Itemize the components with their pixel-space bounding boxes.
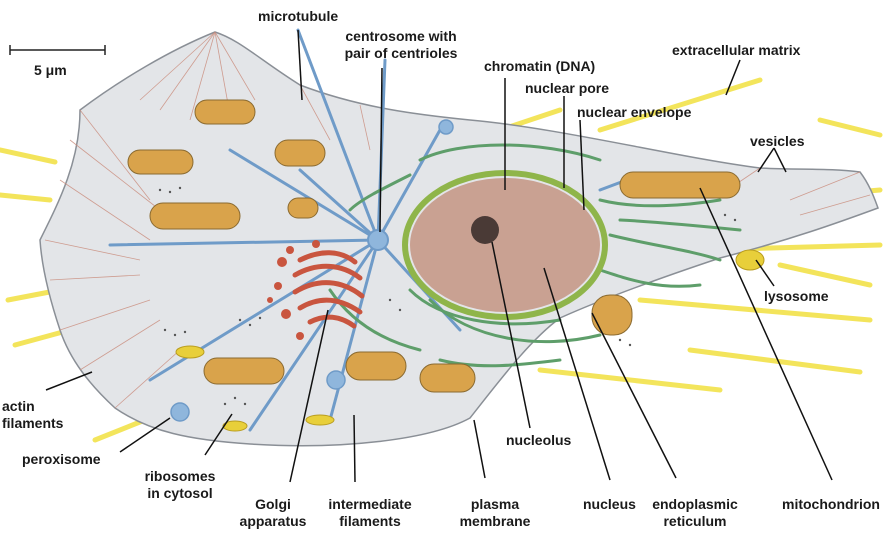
- ribosomes: [158, 186, 737, 406]
- label-actin-line1: actin: [2, 398, 35, 414]
- label-golgi: Golgi apparatus: [228, 496, 318, 530]
- label-ribosomes-line2: in cytosol: [147, 485, 213, 501]
- label-vesicles: vesicles: [750, 133, 805, 149]
- label-golgi-line1: Golgi: [255, 496, 291, 512]
- label-chromatin: chromatin (DNA): [484, 58, 596, 74]
- label-golgi-line2: apparatus: [239, 513, 307, 529]
- golgi-apparatus: [292, 250, 365, 329]
- label-actin-filaments: actin filaments: [2, 398, 63, 432]
- label-ribosomes-line1: ribosomes: [144, 468, 216, 484]
- label-mitochondrion: mitochondrion: [782, 496, 880, 512]
- leader-lines: [45, 29, 833, 483]
- label-er-line1: endoplasmic: [652, 496, 738, 512]
- label-lysosome: lysosome: [764, 288, 829, 304]
- label-microtubule: microtubule: [258, 8, 339, 24]
- label-ribosomes: ribosomes in cytosol: [130, 468, 230, 502]
- actin-filaments: [44, 31, 871, 409]
- label-peroxisome: peroxisome: [22, 451, 101, 467]
- label-centrosome-line1: centrosome with: [345, 28, 457, 44]
- golgi-vesicles: [267, 240, 320, 340]
- label-plasma-line1: plasma: [470, 496, 520, 512]
- label-nuclear-pore: nuclear pore: [525, 80, 610, 96]
- nucleolus: [471, 216, 499, 244]
- label-er-line2: reticulum: [663, 513, 727, 529]
- label-intermediate-line1: intermediate: [328, 496, 412, 512]
- label-extracellular-matrix: extracellular matrix: [672, 42, 801, 58]
- scale-bar: [9, 45, 106, 55]
- label-intermediate-filaments: intermediate filaments: [310, 496, 430, 530]
- scale-bar-label: 5 μm: [34, 62, 67, 78]
- label-plasma-membrane: plasma membrane: [440, 496, 550, 530]
- mitochondria: [127, 99, 741, 393]
- label-actin-line2: filaments: [2, 415, 64, 431]
- label-centrosome: centrosome with pair of centrioles: [336, 28, 466, 62]
- nucleus: [410, 178, 600, 312]
- label-centrosome-line2: pair of centrioles: [344, 45, 458, 61]
- label-nucleolus: nucleolus: [506, 432, 572, 448]
- centrosome: [367, 229, 389, 251]
- label-nuclear-envelope: nuclear envelope: [577, 104, 692, 120]
- peroxisomes: [170, 119, 454, 422]
- label-endoplasmic-reticulum: endoplasmic reticulum: [640, 496, 750, 530]
- label-intermediate-line2: filaments: [339, 513, 401, 529]
- label-plasma-line2: membrane: [459, 513, 531, 529]
- lysosomes: [175, 249, 765, 432]
- label-nucleus: nucleus: [583, 496, 636, 512]
